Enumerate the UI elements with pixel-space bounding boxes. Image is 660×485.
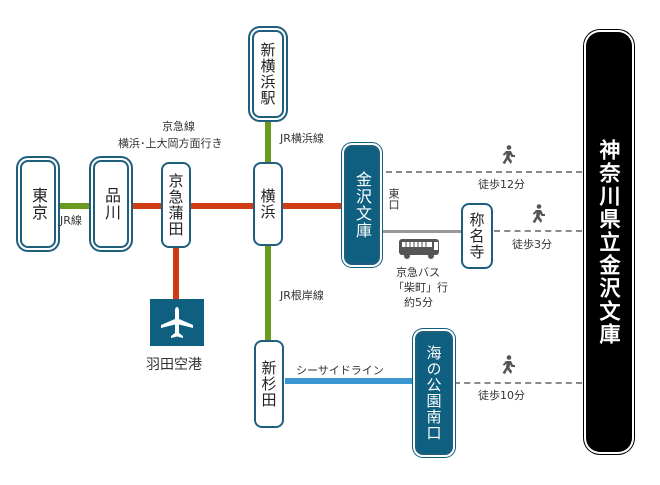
- airport-sign[interactable]: [150, 299, 204, 346]
- jr-negishi-line: [265, 245, 271, 343]
- station-yokohama[interactable]: 横浜: [253, 162, 283, 246]
- bus-road: [378, 230, 462, 233]
- walking-person-icon: [502, 355, 515, 374]
- jr-line-tokyo-shinagawa: [56, 203, 96, 209]
- station-shin-sugita[interactable]: 新杉田: [254, 340, 284, 428]
- jr-line-label: JR線: [60, 214, 82, 227]
- bus-duration-label: 約5分: [404, 296, 433, 309]
- station-shin-yokohama[interactable]: 新横浜駅: [252, 30, 284, 118]
- seaside-line: [285, 378, 420, 384]
- jr-yokohama-line: [265, 120, 271, 164]
- bus-line-label: 京急バス: [396, 266, 440, 279]
- station-shinagawa[interactable]: 品川: [93, 160, 129, 248]
- jr-yokohama-line-label: JR横浜線: [280, 132, 324, 145]
- airplane-icon: [161, 306, 193, 338]
- jr-negishi-line-label: JR根岸線: [280, 289, 324, 302]
- walking-person-icon: [502, 145, 515, 164]
- station-tokyo[interactable]: 東京: [20, 160, 56, 248]
- walking-person-icon: [532, 204, 545, 223]
- station-uminokoen-minamiguchi[interactable]: 海の公園南口: [415, 331, 453, 455]
- destination-kanazawa-bunko-museum[interactable]: 神奈川県立金沢文庫: [586, 32, 632, 452]
- station-shomyoji[interactable]: 称名寺: [461, 203, 493, 269]
- keikyu-line-kamata-airport: [173, 245, 179, 301]
- exit-label: 東口: [387, 188, 400, 210]
- airport-label: 羽田空港: [146, 357, 202, 373]
- station-kanazawa-bunko[interactable]: 金沢文庫: [344, 145, 380, 265]
- walk-time-kanazawabunko: 徒歩12分: [478, 178, 525, 191]
- station-keikyu-kamata[interactable]: 京急蒲田: [161, 162, 191, 248]
- keikyu-direction-label: 横浜･上大岡方面行き: [118, 137, 223, 150]
- keikyu-line-shinagawa-kanazawabunko: [128, 203, 348, 209]
- walk-path-uminokoen: [454, 382, 582, 384]
- walk-path-kanazawabunko: [386, 171, 582, 173]
- keikyu-line-label: 京急線: [162, 120, 195, 133]
- walk-time-uminokoen: 徒歩10分: [478, 389, 525, 402]
- walk-path-shomyoji: [494, 230, 582, 232]
- walk-time-shomyoji: 徒歩3分: [512, 238, 552, 251]
- bus-destination-label: 「柴町」行: [393, 281, 448, 294]
- seaside-line-label: シーサイドライン: [296, 364, 384, 377]
- bus-icon: [399, 239, 439, 259]
